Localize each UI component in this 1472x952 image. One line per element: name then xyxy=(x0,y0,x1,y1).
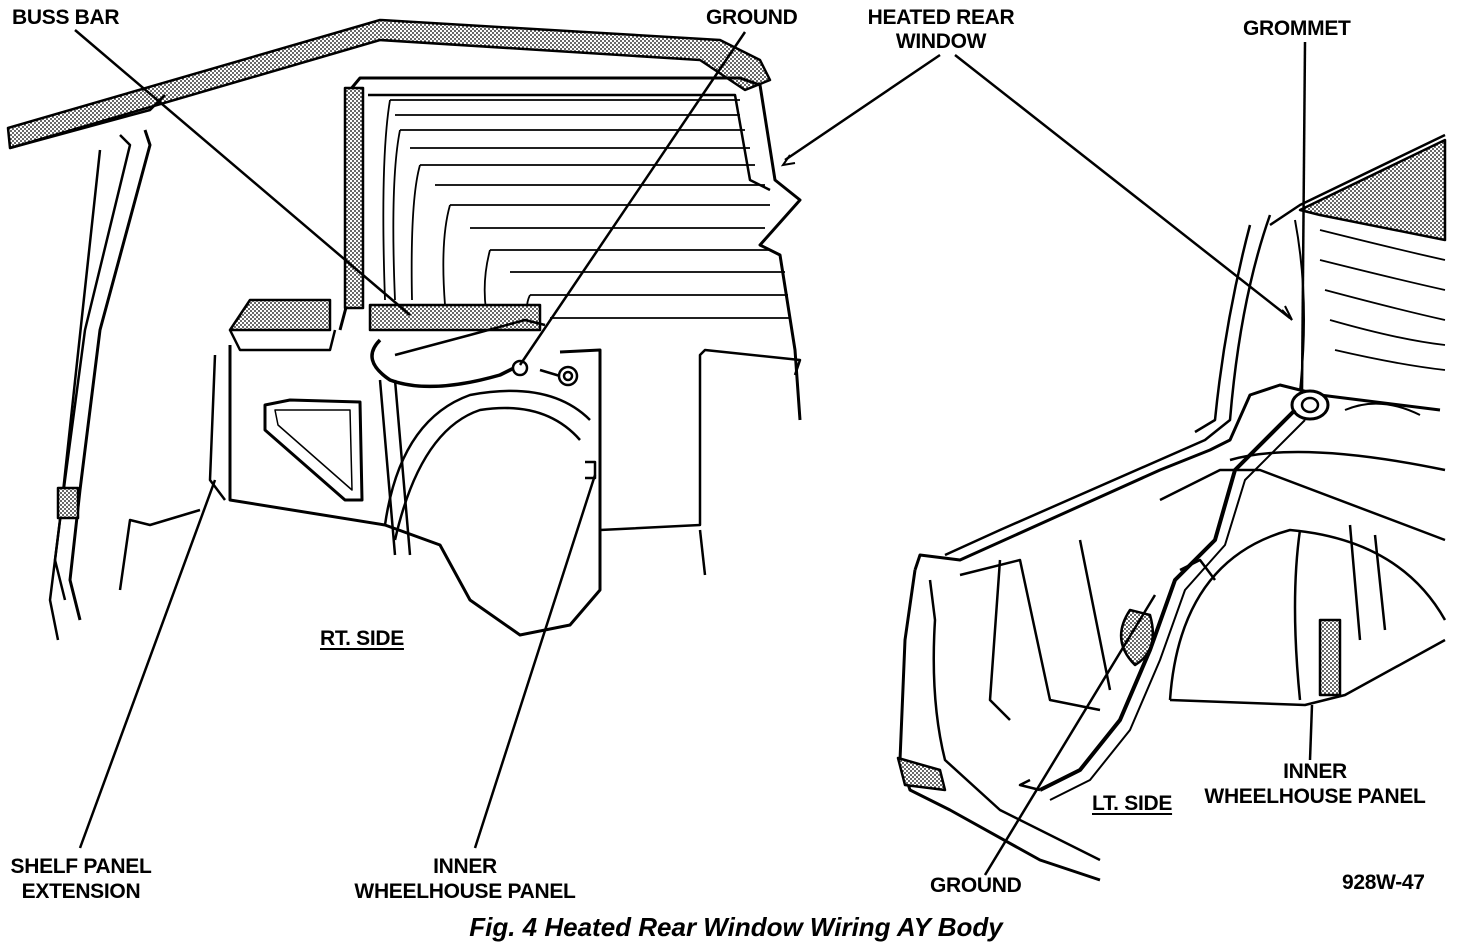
label-grommet: GROMMET xyxy=(1243,17,1351,40)
label-ground-bottom: GROUND xyxy=(930,874,1022,897)
ground-stud-rt xyxy=(557,365,579,387)
inner-wheelhouse-panel-lt xyxy=(1168,528,1447,701)
label-inner-wheelhouse-right-line2: WHEELHOUSE PANEL xyxy=(1204,785,1426,808)
rear-window-outline xyxy=(348,76,802,421)
leader-lines-right xyxy=(954,41,1314,876)
label-heated-rear-window-line2: WINDOW xyxy=(895,30,987,53)
harness-wire-rt xyxy=(370,338,521,389)
roof-rail xyxy=(6,18,772,150)
trunk-opening-edge xyxy=(913,383,1441,571)
rt-side-view xyxy=(6,18,802,641)
label-inner-wheelhouse-left-line1: INNER xyxy=(433,855,497,878)
label-shelf-panel-line2: EXTENSION xyxy=(21,880,141,903)
trunk-body xyxy=(898,569,1101,882)
harness-wire-lt xyxy=(1039,408,1297,792)
label-rt-side: RT. SIDE xyxy=(320,627,404,650)
buss-bar xyxy=(368,303,542,332)
label-inner-wheelhouse-left-line2: WHEELHOUSE PANEL xyxy=(354,880,576,903)
figure-caption: Fig. 4 Heated Rear Window Wiring AY Body xyxy=(469,912,1003,942)
label-lt-side: LT. SIDE xyxy=(1092,792,1173,815)
inner-wheelhouse-panel-rt xyxy=(228,345,602,637)
door-frame xyxy=(68,129,152,621)
label-buss-bar: BUSS BAR xyxy=(12,6,120,29)
label-heated-rear-window-line1: HEATED REAR xyxy=(867,6,1015,29)
leader-lines-left xyxy=(74,29,941,849)
label-shelf-panel-line1: SHELF PANEL xyxy=(10,855,152,878)
grommet xyxy=(1290,389,1330,421)
figure-code: 928W-47 xyxy=(1342,871,1425,894)
label-ground-top: GROUND xyxy=(706,6,798,29)
label-inner-wheelhouse-right-line1: INNER xyxy=(1283,760,1347,783)
lt-side-view xyxy=(896,133,1447,882)
panel-cutout xyxy=(263,398,364,502)
